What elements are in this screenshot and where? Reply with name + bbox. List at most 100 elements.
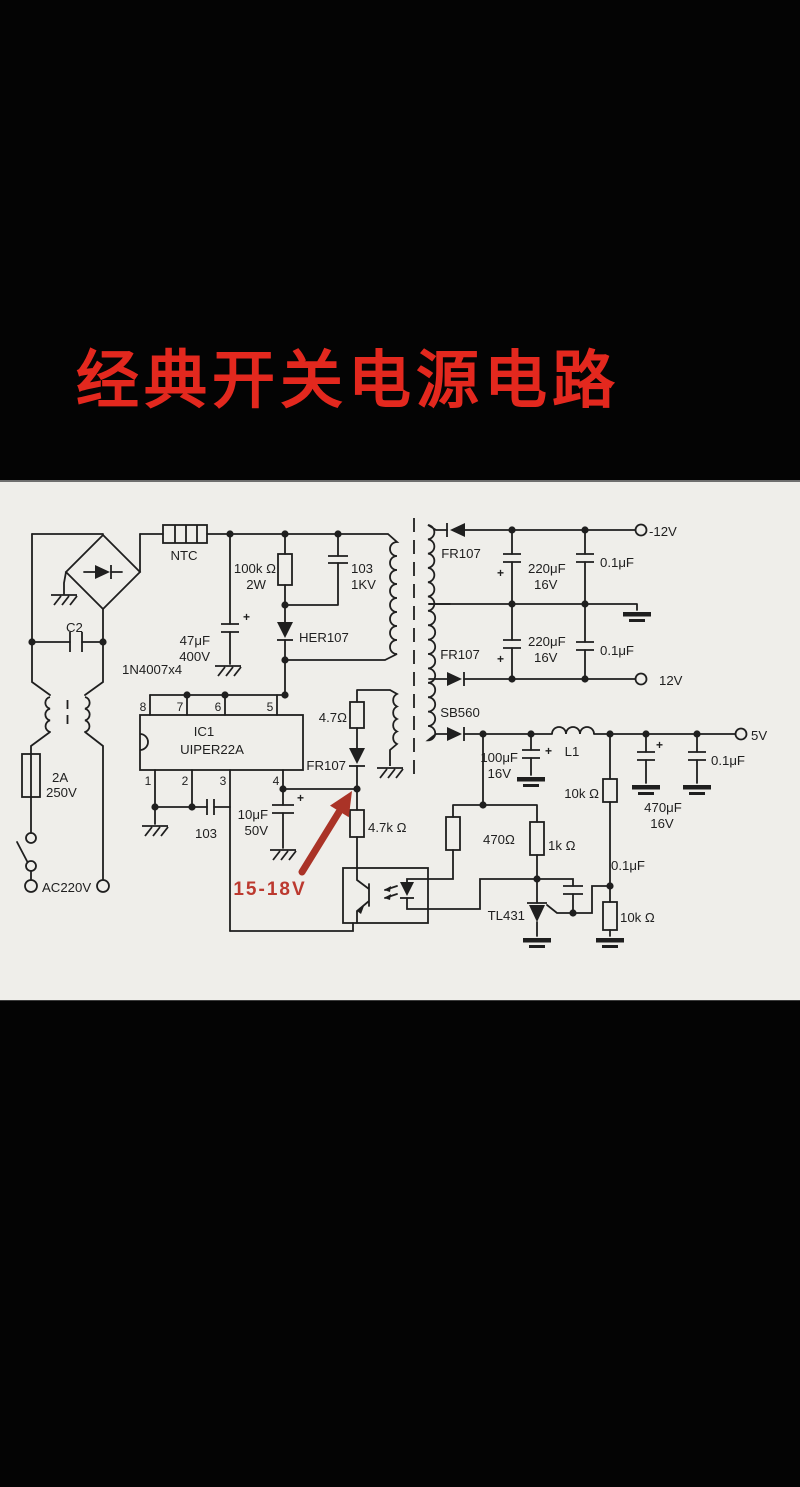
ac-label: AC220V <box>42 880 91 895</box>
polarity-plus: + <box>497 652 504 666</box>
r1k-label: 1k Ω <box>548 838 576 853</box>
pos12v-section: + 220μF 16V 0.1μF FR107 12V <box>440 603 683 688</box>
ic-pin-7: 7 <box>177 700 184 714</box>
polarity-plus: + <box>243 610 250 624</box>
capacitor-10uf <box>269 785 297 861</box>
inductor-l1 <box>551 726 595 735</box>
neg12v-terminal <box>634 523 648 537</box>
schematic-panel: 1N4007x4 NTC C2 <box>0 480 800 1003</box>
bottom-letterbox <box>0 1001 800 1487</box>
r470-label: 470Ω <box>483 832 515 847</box>
transformer <box>376 518 451 779</box>
c470-voltage: 16V <box>650 816 674 831</box>
fr107-aux-label: FR107 <box>306 758 346 773</box>
aux-winding <box>389 689 399 766</box>
ac-input-section: 1N4007x4 NTC C2 <box>16 524 389 895</box>
r4k7-label: 4.7k Ω <box>368 820 407 835</box>
circuit-svg: 1N4007x4 NTC C2 <box>16 518 767 948</box>
r10k-upper-label: 10k Ω <box>564 786 599 801</box>
ac-terminal-left <box>24 879 38 893</box>
power-switch <box>16 832 37 881</box>
ic-pin-3: 3 <box>220 774 227 788</box>
ntc-label: NTC <box>170 548 198 563</box>
c220-2-label: 220μF <box>528 634 566 649</box>
resistor-470 <box>445 816 461 851</box>
resistor-10k-lower <box>596 885 624 948</box>
fuse-voltage-label: 250V <box>46 785 77 800</box>
five-volt-label: 5V <box>751 728 767 743</box>
diode-fr107-aux <box>349 748 365 767</box>
ic-pin-1: 1 <box>145 774 152 788</box>
tl431-label: TL431 <box>488 908 525 923</box>
polarity-plus: + <box>497 566 504 580</box>
resistor-10k-upper <box>602 733 618 887</box>
five-volt-terminal <box>734 727 748 741</box>
c103-label: 103 <box>195 826 217 841</box>
ic-pin-4: 4 <box>273 774 280 788</box>
her107-label: HER107 <box>299 630 349 645</box>
c220-1-label: 220μF <box>528 561 566 576</box>
fr107-12-label: FR107 <box>440 647 480 662</box>
ic-pin-8: 8 <box>140 700 147 714</box>
r4r7-label: 4.7Ω <box>319 710 347 725</box>
polarity-plus: + <box>656 738 663 752</box>
resistor-4r7 <box>349 701 365 729</box>
neg12v-section: FR107 -12V + 220μF 16V 0.1μF <box>428 523 677 622</box>
fr107-neg12-label: FR107 <box>441 546 481 561</box>
capacitor-100uf <box>517 733 545 787</box>
diode-fr107-neg12 <box>446 523 465 537</box>
ic-part-label: UIPER22A <box>180 742 244 757</box>
resistor-1k <box>529 821 545 856</box>
primary-section: + 47μF 400V 100k Ω 2W 103 1KV <box>179 530 386 677</box>
c103hv-label: 103 <box>351 561 373 576</box>
ic-pin-5: 5 <box>267 700 274 714</box>
capacitor-01uf-comp <box>536 878 583 917</box>
l1-label: L1 <box>565 744 580 759</box>
annotation-arrow <box>298 791 352 876</box>
controller-ic-section: 8 7 6 5 IC1 UIPER22A 1 2 3 4 <box>139 659 358 932</box>
five-volt-section: SB560 L1 5V <box>435 705 767 831</box>
ic-body <box>139 714 304 771</box>
r100k-wattage: 2W <box>246 577 266 592</box>
polarity-plus: + <box>297 791 304 805</box>
optocoupler <box>229 867 429 932</box>
c103hv-voltage: 1KV <box>351 577 376 592</box>
sb560-label: SB560 <box>440 705 480 720</box>
c10-voltage: 50V <box>245 823 269 838</box>
bridge-rectifier <box>50 533 142 611</box>
annotation-voltage: 15-18V <box>233 879 306 900</box>
feedback-section: 470Ω 1k Ω 0.1μF <box>427 733 655 948</box>
c470-label: 470μF <box>644 800 682 815</box>
secondary-winding <box>425 524 437 742</box>
c01-4-label: 0.1μF <box>611 858 645 873</box>
capacitor-47uf <box>214 533 242 677</box>
c100-voltage: 16V <box>488 766 512 781</box>
c100-label: 100μF <box>480 750 518 765</box>
c47-label: 47μF <box>180 633 210 648</box>
page-title: 经典开关电源电路 <box>76 346 620 416</box>
fuse <box>21 753 41 834</box>
r10k-lower-label: 10k Ω <box>620 910 655 925</box>
capacitor-01uf-5v <box>683 733 711 795</box>
c01-3-label: 0.1μF <box>711 753 745 768</box>
resistor-100k <box>277 533 293 606</box>
diode-fr107-12 <box>447 672 465 686</box>
c220-2-voltage: 16V <box>534 650 558 665</box>
resistor-4k7 <box>349 809 365 838</box>
r100k-label: 100k Ω <box>234 561 276 576</box>
diode-sb560 <box>435 727 465 741</box>
c01-1-label: 0.1μF <box>600 555 634 570</box>
fuse-current-label: 2A <box>52 770 68 785</box>
c10-label: 10μF <box>238 807 268 822</box>
c47-voltage: 400V <box>179 649 210 664</box>
ntc-thermistor <box>162 524 208 544</box>
neg12v-label: -12V <box>649 524 677 539</box>
aux-feedback-branch: 4.7Ω FR107 4.7k Ω 15-18V <box>233 689 407 900</box>
c01-2-label: 0.1μF <box>600 643 634 658</box>
c2-label: C2 <box>66 620 83 635</box>
tl431-regulator <box>523 878 573 948</box>
diode-her107 <box>277 601 386 664</box>
polarity-plus: + <box>545 744 552 758</box>
ic-pin-2: 2 <box>182 774 189 788</box>
